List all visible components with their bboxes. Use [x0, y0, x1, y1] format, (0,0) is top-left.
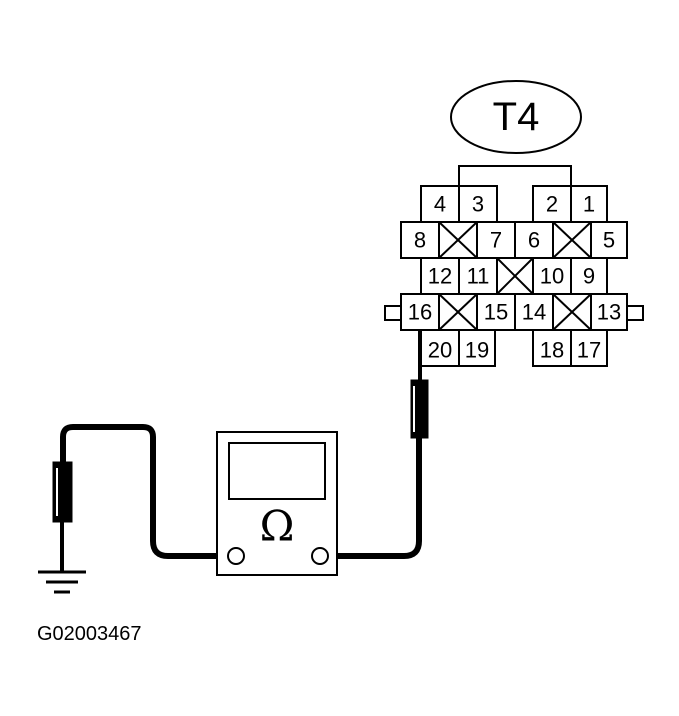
connector-title: T4: [450, 80, 582, 154]
pin-label-11: 11: [467, 264, 490, 289]
pin-cell-18: [532, 329, 572, 367]
pin-cell-2: [532, 185, 572, 223]
pin-cell-16: [400, 293, 440, 331]
pin-label-4: 4: [434, 192, 446, 217]
pin-cell-3: [458, 185, 498, 223]
probe-pin-16: [410, 330, 429, 448]
pin-cell-5: [590, 221, 628, 259]
pin-label-8: 8: [414, 228, 426, 253]
meter-terminal-right: [311, 547, 329, 565]
connector-face: 4 3 2 1 8 7 6 5 12 11 10 9: [384, 165, 644, 367]
meter-display: [228, 442, 326, 500]
pin-cell-19: [458, 329, 496, 367]
pin-label-6: 6: [528, 228, 540, 253]
pin-cell-4: [420, 185, 460, 223]
pin-label-19: 19: [465, 338, 489, 363]
meter-terminal-left: [227, 547, 245, 565]
pin-label-13: 13: [597, 300, 621, 325]
connector-lock-tab: [458, 165, 572, 186]
pin-cell-20: [420, 329, 460, 367]
test-lead-left: [60, 424, 231, 559]
pin-label-15: 15: [484, 300, 508, 325]
pin-label-10: 10: [540, 264, 564, 289]
pin-cell-12: [420, 257, 460, 295]
pin-cell-14: [514, 293, 554, 331]
figure-code: G02003467: [37, 623, 142, 645]
pin-label-20: 20: [428, 338, 452, 363]
pin-label-9: 9: [583, 264, 595, 289]
pin-label-14: 14: [522, 300, 546, 325]
ground-symbol: [38, 570, 86, 594]
pin-cell-7: [476, 221, 516, 259]
pin-label-2: 2: [546, 192, 558, 217]
pin-label-5: 5: [603, 228, 615, 253]
pin-cell-17: [570, 329, 608, 367]
ohmmeter: Ω: [216, 431, 338, 576]
pin-cell-9: [570, 257, 608, 295]
ohm-symbol: Ω: [260, 502, 295, 551]
test-lead-right: [327, 445, 422, 559]
pin-cell-13: [590, 293, 628, 331]
pin-label-7: 7: [490, 228, 502, 253]
probe-ground: [52, 461, 73, 572]
connector-key-right: [626, 305, 644, 321]
pin-label-18: 18: [540, 338, 564, 363]
connector-title-text: T4: [493, 95, 540, 139]
pin-label-12: 12: [428, 264, 452, 289]
pin-label-17: 17: [577, 338, 601, 363]
pin-label-1: 1: [583, 192, 595, 217]
connector-key-left: [384, 305, 402, 321]
pin-label-3: 3: [472, 192, 484, 217]
pin-label-16: 16: [408, 300, 432, 325]
